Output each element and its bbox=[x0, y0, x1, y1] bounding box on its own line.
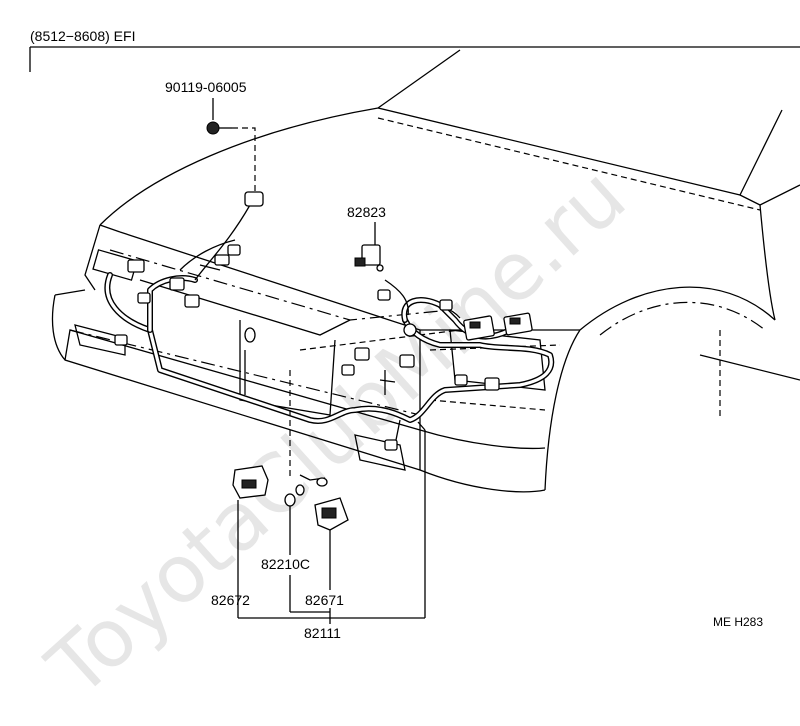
connector-block-82672 bbox=[232, 465, 269, 499]
grommet-82210c bbox=[284, 484, 305, 507]
label-82672: 82672 bbox=[211, 592, 250, 608]
leader-lines bbox=[237, 370, 426, 624]
relay-modules bbox=[463, 312, 533, 341]
harness-connectors bbox=[114, 244, 500, 451]
car-body bbox=[51, 49, 800, 493]
sensor-82823-part bbox=[354, 222, 384, 272]
label-82210c: 82210C bbox=[261, 556, 310, 572]
applicability-label: (8512−8608) EFI bbox=[30, 28, 135, 44]
header-bracket bbox=[29, 46, 800, 72]
label-82671: 82671 bbox=[305, 592, 344, 608]
label-82111: 82111 bbox=[304, 625, 341, 641]
label-90119-06005: 90119-06005 bbox=[165, 79, 247, 95]
bolt-part bbox=[206, 98, 264, 207]
connector-block-82671 bbox=[314, 477, 349, 531]
diagram-code: ME H283 bbox=[713, 615, 763, 629]
label-82823: 82823 bbox=[347, 204, 386, 220]
